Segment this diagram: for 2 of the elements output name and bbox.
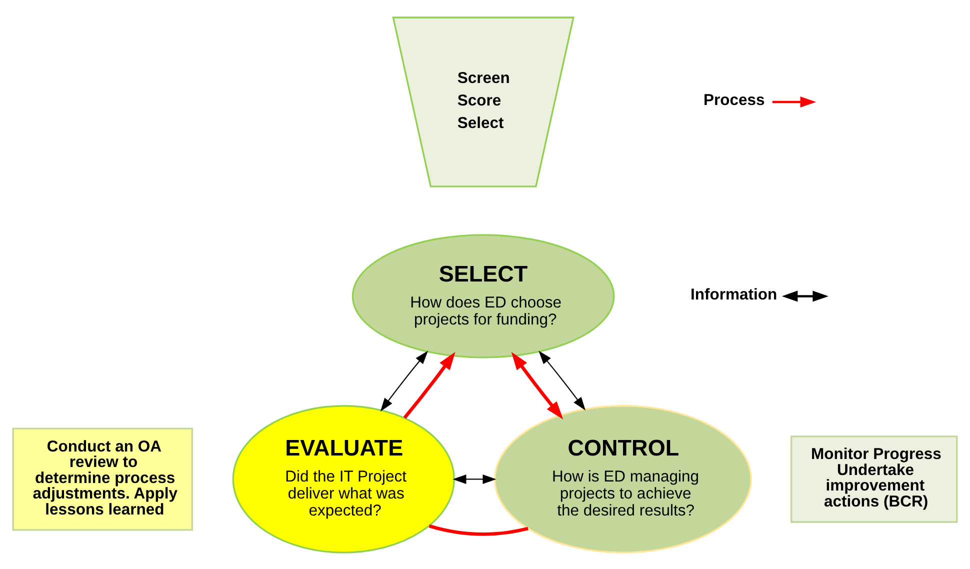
- legend-label: Information: [690, 286, 778, 303]
- legend-label: Process: [704, 92, 765, 109]
